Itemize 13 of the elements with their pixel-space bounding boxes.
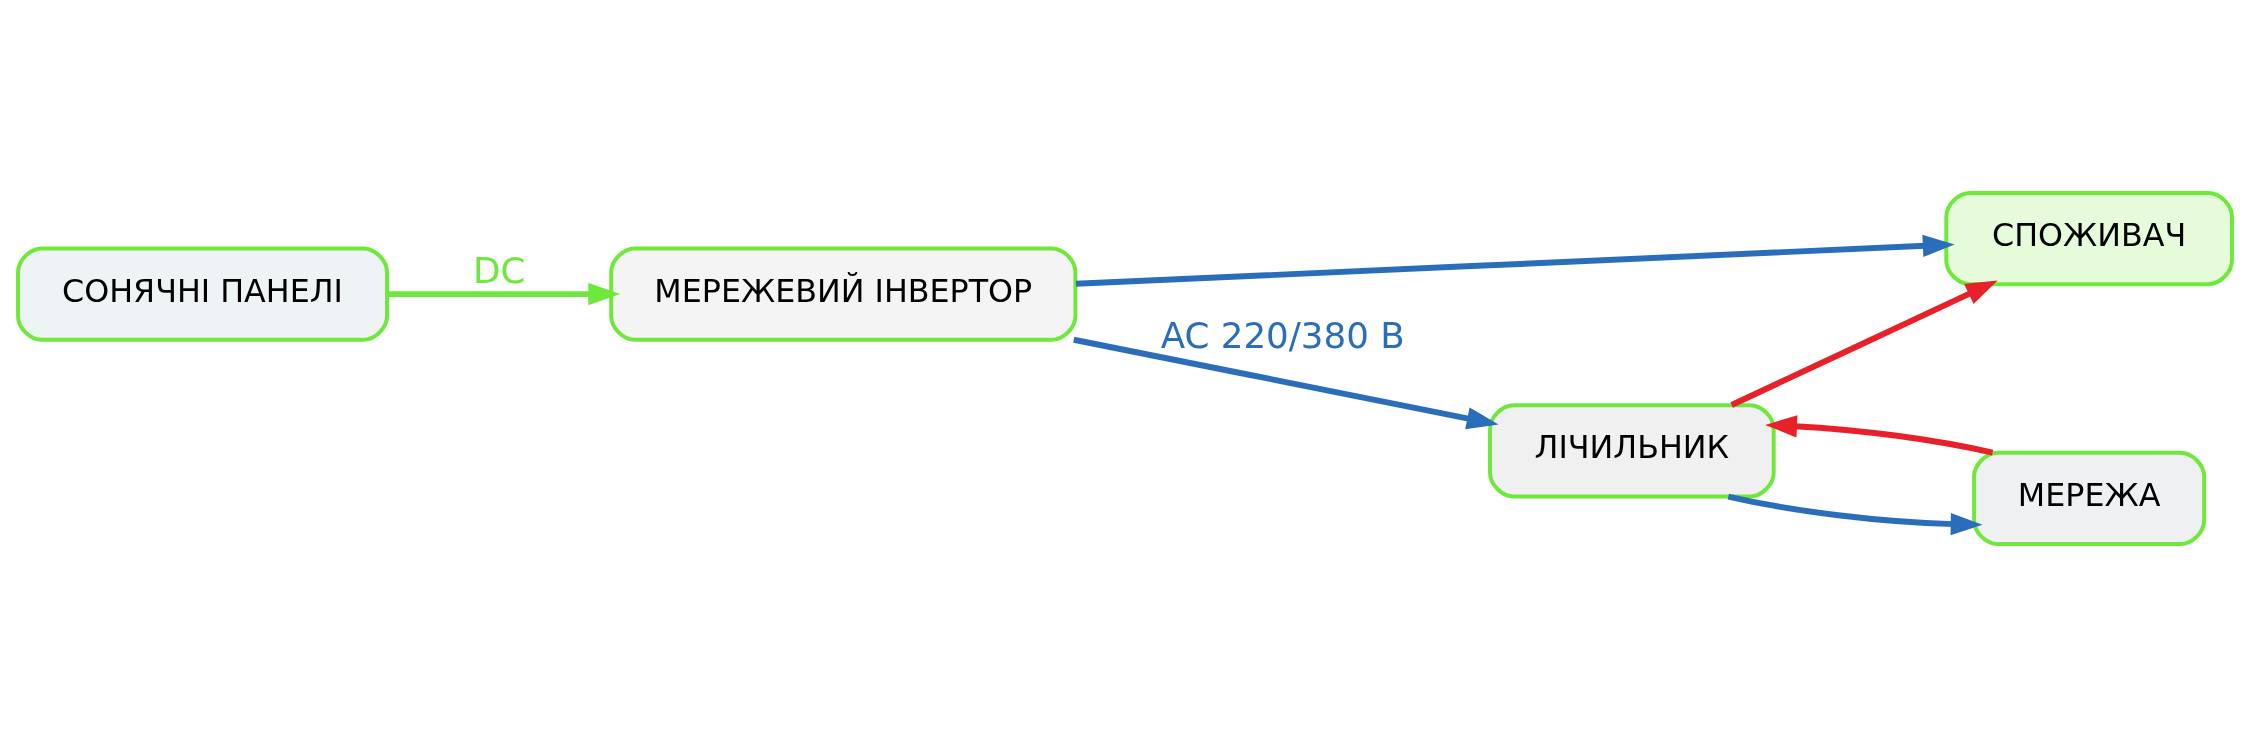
node-box: СОНЯЧНІ ПАНЕЛІ bbox=[16, 246, 389, 342]
node-box: МЕРЕЖА bbox=[1972, 450, 2207, 547]
node-box: МЕРЕЖЕВИЙ ІНВЕРТОР bbox=[609, 246, 1078, 342]
edge-label: DC bbox=[472, 250, 526, 291]
arrow bbox=[1073, 336, 1499, 430]
node-box: СПОЖИВАЧ bbox=[1944, 190, 2234, 287]
arrow bbox=[1075, 234, 1955, 287]
node-box: ЛІЧИЛЬНИК bbox=[1488, 403, 1776, 499]
arrow bbox=[1730, 280, 1998, 408]
arrow bbox=[1765, 415, 1994, 456]
edge-label: AC 220/380 В bbox=[1160, 315, 1405, 357]
arrow bbox=[387, 282, 621, 306]
arrow bbox=[1727, 493, 1983, 536]
